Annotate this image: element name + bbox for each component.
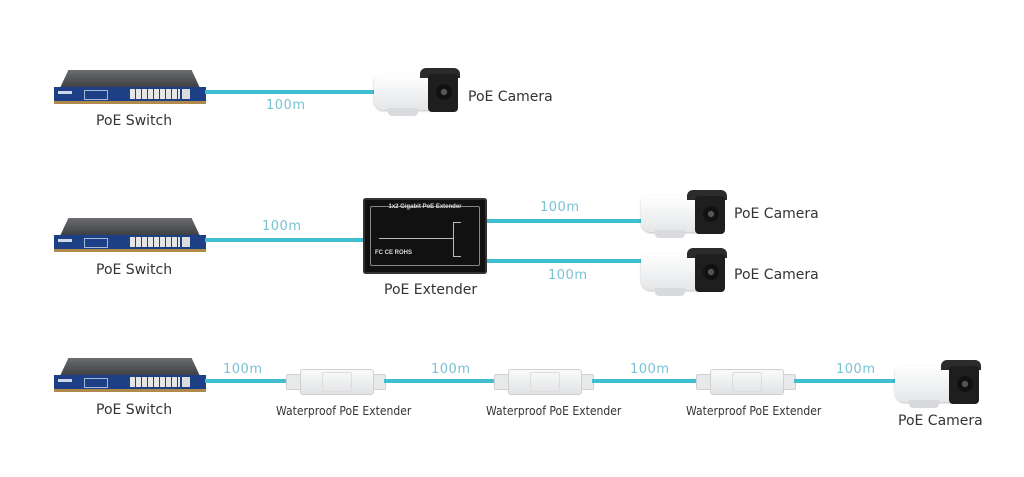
certification-marks: FC CE ROHS — [375, 250, 413, 256]
distance-label: 100m — [540, 200, 580, 215]
cable — [205, 238, 365, 242]
waterproof-extender-label: Waterproof PoE Extender — [686, 404, 822, 418]
cable — [205, 90, 377, 94]
cable — [592, 379, 698, 383]
waterproof-extender-icon — [696, 367, 796, 395]
extender-device-title: 1x2 Gigabit PoE Extender — [388, 204, 462, 210]
poe-switch-icon — [54, 70, 206, 104]
distance-label: 100m — [266, 98, 306, 113]
distance-label: 100m — [548, 268, 588, 283]
waterproof-extender-icon — [286, 367, 386, 395]
distance-label: 100m — [630, 362, 670, 377]
waterproof-extender-label: Waterproof PoE Extender — [276, 404, 412, 418]
camera-label: PoE Camera — [734, 206, 819, 222]
cable — [794, 379, 898, 383]
distance-label: 100m — [223, 362, 263, 377]
poe-camera-icon — [641, 248, 727, 298]
distance-label: 100m — [836, 362, 876, 377]
distance-label: 100m — [262, 219, 302, 234]
switch-label: PoE Switch — [96, 262, 173, 278]
switch-label: PoE Switch — [96, 113, 173, 129]
poe-switch-icon — [54, 218, 206, 252]
waterproof-extender-icon — [494, 367, 594, 395]
extender-label: PoE Extender — [384, 282, 478, 298]
camera-label: PoE Camera — [734, 267, 819, 283]
camera-label: PoE Camera — [898, 413, 983, 429]
poe-camera-icon — [374, 68, 460, 118]
cable — [487, 219, 645, 223]
cable — [205, 379, 290, 383]
poe-camera-icon — [895, 360, 981, 410]
distance-label: 100m — [431, 362, 471, 377]
poe-extender-icon: 1x2 Gigabit PoE Extender FC CE ROHS — [363, 198, 487, 274]
poe-camera-icon — [641, 190, 727, 240]
camera-label: PoE Camera — [468, 89, 553, 105]
cable — [384, 379, 496, 383]
poe-switch-icon — [54, 358, 206, 392]
cable — [487, 259, 645, 263]
waterproof-extender-label: Waterproof PoE Extender — [486, 404, 622, 418]
switch-label: PoE Switch — [96, 402, 173, 418]
